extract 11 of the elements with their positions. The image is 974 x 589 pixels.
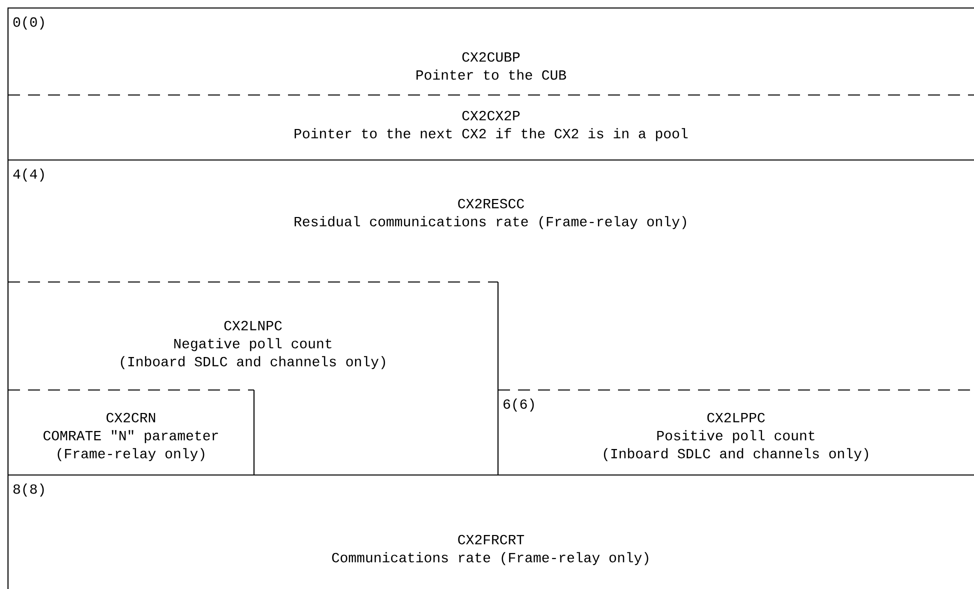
offset-label: 0(0) [13, 16, 44, 30]
field-description: CX2LPPC Positive poll count (Inboard SDLC and channels only) [604, 412, 868, 462]
field-description: CX2CUBP Pointer to the CUB [416, 52, 566, 80]
field-description: CX2FRCRT Communications rate (Frame-relay only) [332, 534, 648, 566]
field-description: CX2LNPC Negative poll count (Inboard SDLC and channels only) [120, 320, 386, 370]
offset-label: 6(6) [504, 398, 534, 412]
offset-label: 8(8) [13, 484, 44, 497]
offset-label: 4(4) [13, 168, 44, 182]
field-description: CX2RESCC Residual communications rate (Frame-relay only) [294, 198, 686, 230]
field-description: CX2CX2P Pointer to the next CX2 if the CX2 is in a pool [294, 110, 688, 142]
field-description: CX2CRN COMRATE "N" parameter (Frame-relay only) [44, 412, 218, 462]
